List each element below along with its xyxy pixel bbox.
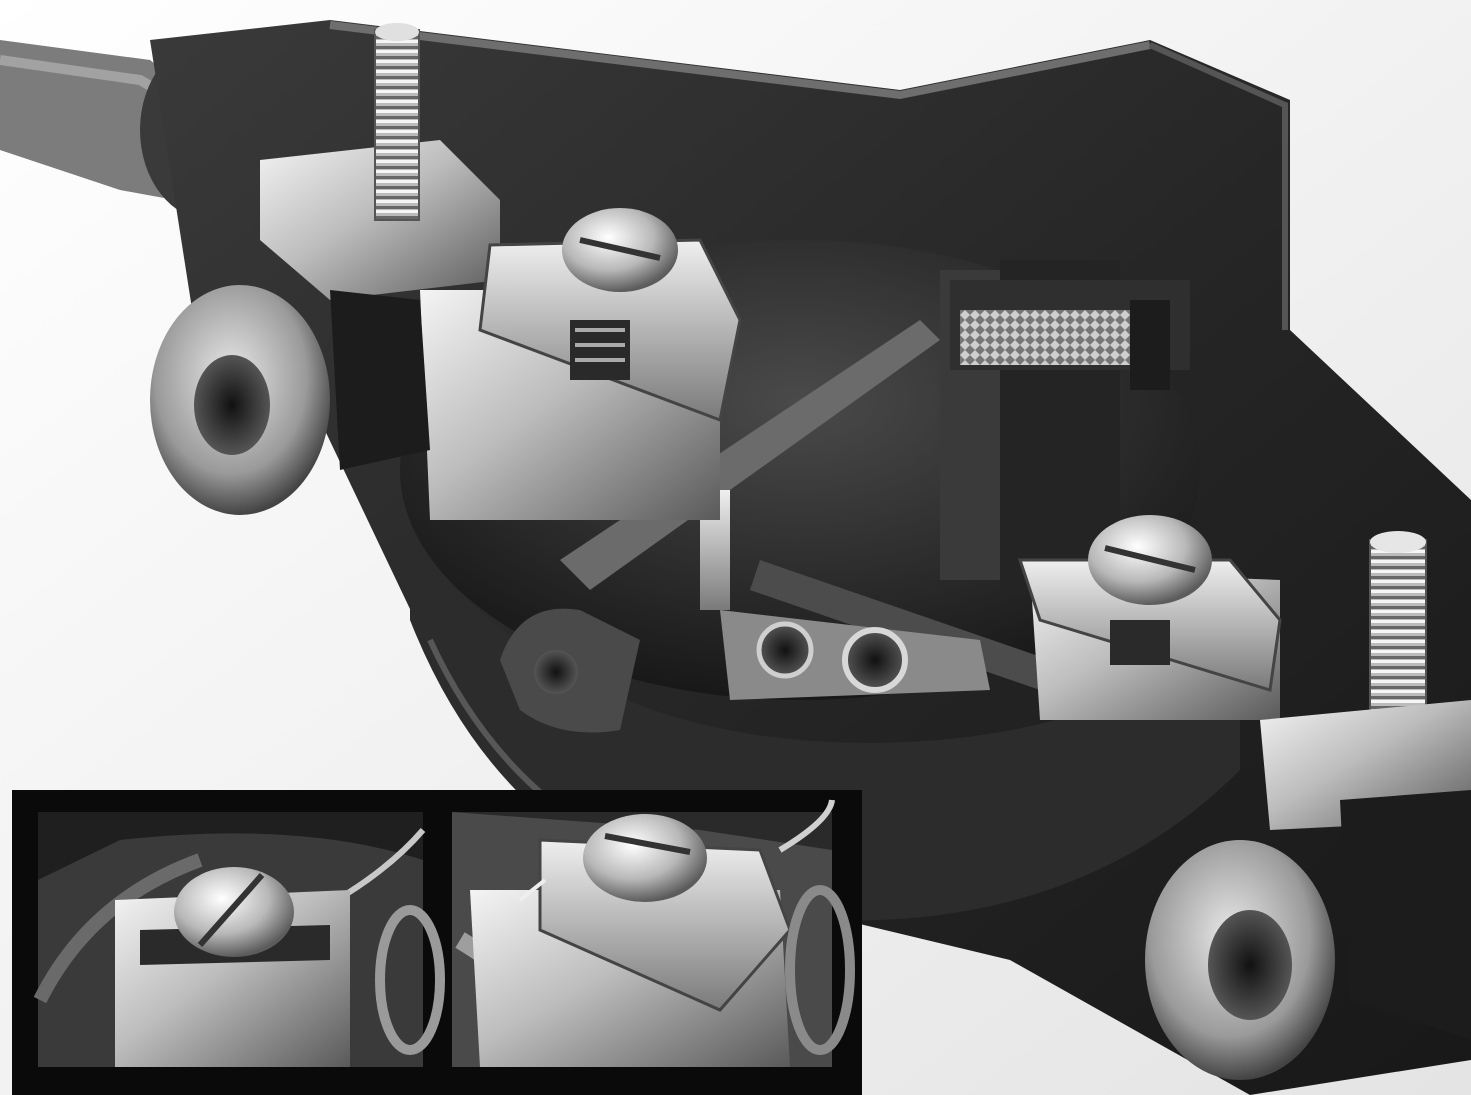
stud-left — [374, 23, 420, 221]
spring-right — [1110, 620, 1170, 665]
inset-1-screw — [174, 867, 294, 957]
inset-2-screw — [583, 814, 707, 902]
mounting-hole — [534, 650, 578, 694]
inset-detail-2 — [452, 799, 855, 1068]
inset-2-wire — [518, 878, 547, 902]
socket-hole-1 — [756, 621, 814, 679]
nut-right — [1145, 790, 1471, 1080]
terminal-right — [1017, 515, 1282, 720]
inset-detail-frame — [12, 790, 862, 1095]
socket-plate — [720, 610, 990, 700]
inset-detail-1 — [33, 812, 445, 1067]
nut-left — [150, 285, 430, 515]
inner-partition — [560, 320, 940, 590]
knurled-contact — [950, 280, 1190, 390]
socket-hole-2 — [842, 627, 908, 693]
